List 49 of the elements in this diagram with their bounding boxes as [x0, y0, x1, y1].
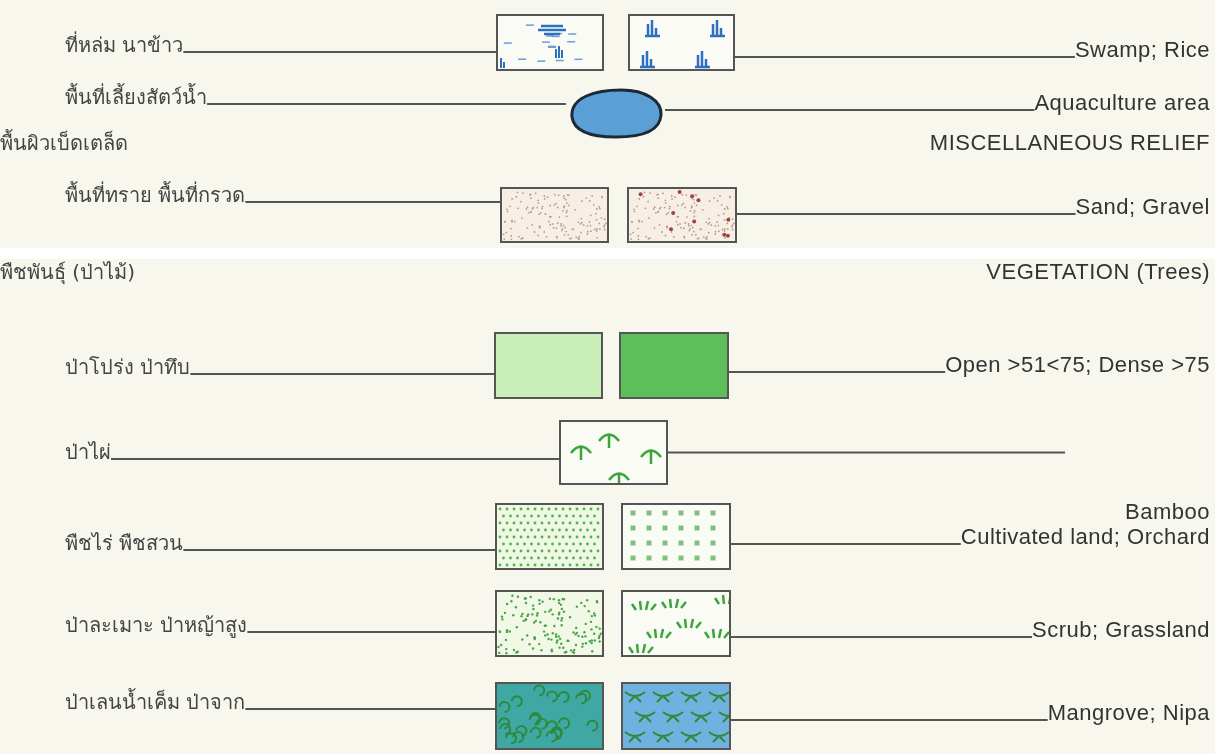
- leader-line: [734, 56, 1076, 58]
- legend-text: Aquaculture area: [1034, 90, 1210, 116]
- legend-text: Sand; Gravel: [1075, 194, 1210, 220]
- legend-text: Swamp; Rice: [1074, 37, 1210, 63]
- tuft-pattern-swatch: [628, 14, 735, 71]
- legend-text: ป่าไผ่: [65, 439, 111, 465]
- dotted-swatch: [495, 590, 604, 657]
- legend-text: ป่าละเมาะ ป่าหญ้าสูง: [65, 612, 248, 638]
- leader-line: [730, 636, 1034, 638]
- leader-line: [110, 458, 560, 460]
- leader-line: [730, 719, 1049, 721]
- legend-text: ป่าโปร่ง ป่าทึบ: [65, 354, 191, 380]
- legend-text: พืชไร่ พืชสวน: [65, 530, 184, 556]
- legend-text: พื้นที่ทราย พื้นที่กรวด: [65, 182, 246, 208]
- color-swatch: [494, 332, 603, 399]
- legend-text: Cultivated land; Orchard: [960, 524, 1210, 550]
- legend-text: Open >51<75; Dense >75: [945, 352, 1210, 378]
- frond-pattern-swatch: [621, 682, 731, 750]
- leader-line: [206, 103, 567, 105]
- leader-line: [728, 371, 947, 373]
- tuft-pattern-swatch: [621, 590, 731, 657]
- leader-line: [664, 109, 1036, 111]
- dotted-swatch: [500, 187, 609, 243]
- section-heading: พื้นผิวเบ็ดเตล็ด: [0, 130, 128, 156]
- legend-text: Scrub; Grassland: [1032, 617, 1210, 643]
- curl-pattern-swatch: [495, 682, 604, 750]
- palm-pattern-swatch: [559, 420, 668, 485]
- leader-line: [182, 549, 496, 551]
- symbol-label: Bamboo: [1125, 499, 1210, 525]
- legend-text: Mangrove; Nipa: [1047, 700, 1210, 726]
- leader-line: [736, 213, 1077, 215]
- marsh-pattern-swatch: [496, 14, 604, 71]
- leader-line: [246, 631, 496, 633]
- legend-text: ที่หล่ม นาข้าว: [65, 32, 184, 58]
- color-swatch: [619, 332, 729, 399]
- leader-line: [244, 201, 501, 203]
- legend-text: พื้นที่เลี้ยงสัตว์น้ำ: [65, 84, 207, 110]
- section-heading: MISCELLANEOUS RELIEF: [929, 130, 1210, 156]
- dot-grid-swatch: [621, 503, 731, 570]
- leader-line: [189, 373, 495, 375]
- legend-text: ป่าเลนน้ำเค็ม ป่าจาก: [65, 689, 246, 715]
- section-heading: พืชพันธุ์ (ป่าไม้): [0, 259, 135, 285]
- leader-line: [244, 708, 496, 710]
- speckled-swatch: [627, 187, 737, 243]
- leader-line: [182, 51, 497, 53]
- dotted-swatch: [495, 503, 604, 570]
- leader-line: [667, 451, 1066, 454]
- leader-line: [730, 543, 962, 545]
- section-heading: VEGETATION (Trees): [986, 259, 1210, 285]
